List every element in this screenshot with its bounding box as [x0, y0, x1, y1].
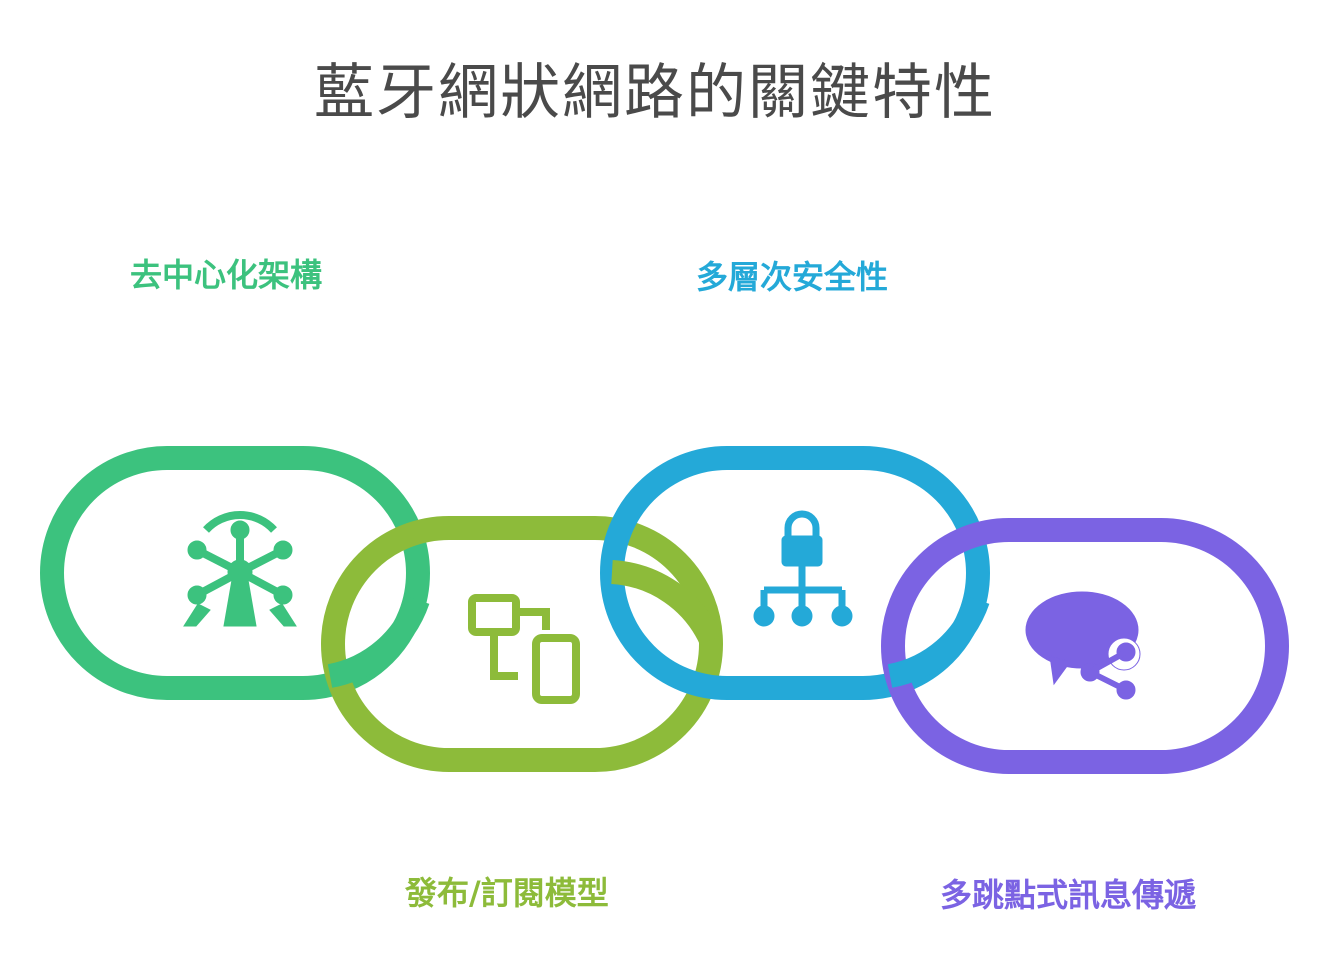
chain-link-publish-subscribe: [321, 516, 723, 772]
page-title: 藍牙網狀網路的關鍵特性: [314, 58, 996, 128]
chat-share-icon: [1025, 591, 1141, 700]
chain-link-decentralized-overlap: [327, 595, 430, 688]
feature-label-multihop: 多跳點式訊息傳遞: [940, 876, 1197, 914]
feature-label-publish-subscribe: 發布/訂閱模型: [405, 874, 609, 912]
ferris-wheel-icon: [183, 510, 297, 627]
lock-network-icon: [753, 510, 853, 627]
chain-link-decentralized: [40, 446, 430, 700]
chain-link-publish-subscribe-overlap: [610, 560, 722, 646]
devices-connect-icon: [468, 594, 580, 704]
chain-link-multihop: [881, 518, 1289, 774]
feature-label-decentralized: 去中心化架構: [130, 256, 323, 294]
chain-link-security-overlap: [887, 595, 990, 688]
feature-label-security: 多層次安全性: [696, 258, 889, 296]
